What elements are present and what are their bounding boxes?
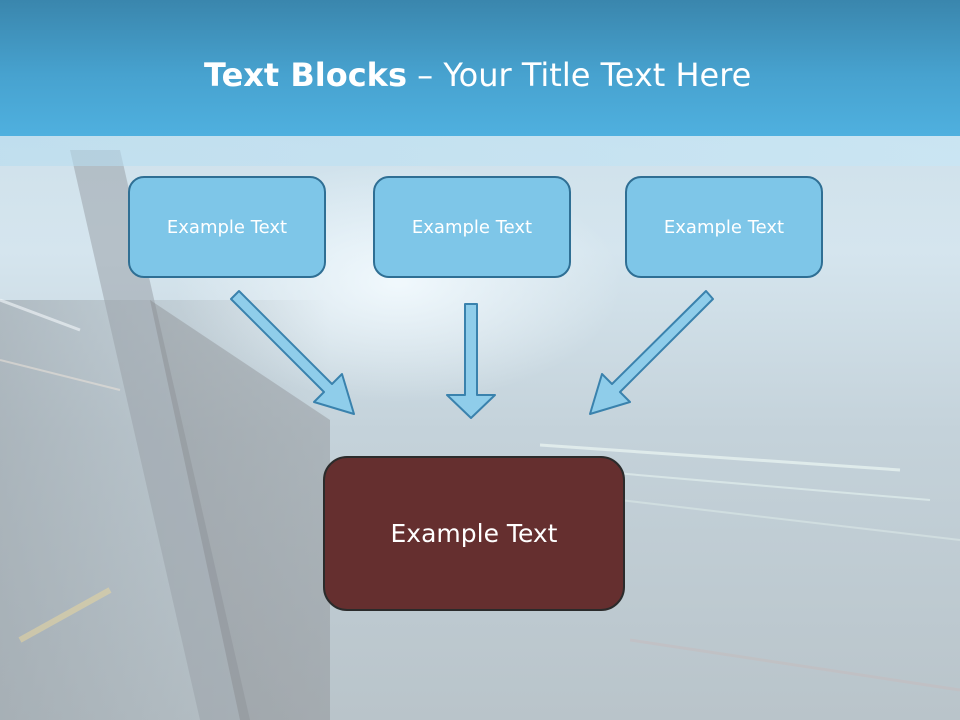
arrow-left-diagonal [230,290,355,415]
slide-title: Text Blocks – Your Title Text Here [204,52,751,98]
title-bold-part: Text Blocks [204,56,407,94]
text-block-right: Example Text [625,176,823,278]
title-rest: Your Title Text Here [443,56,752,94]
text-block-right-label: Example Text [663,216,785,238]
arrow-center-down [446,303,496,419]
title-separator: – [407,56,444,94]
title-bar [0,0,960,136]
text-block-center-label: Example Text [411,216,533,238]
text-block-left: Example Text [128,176,326,278]
text-block-bottom-label: Example Text [390,519,558,548]
text-block-left-label: Example Text [166,216,288,238]
text-block-center: Example Text [373,176,571,278]
title-underbar [0,136,960,166]
arrow-right-diagonal [589,290,714,415]
text-block-bottom: Example Text [323,456,625,611]
